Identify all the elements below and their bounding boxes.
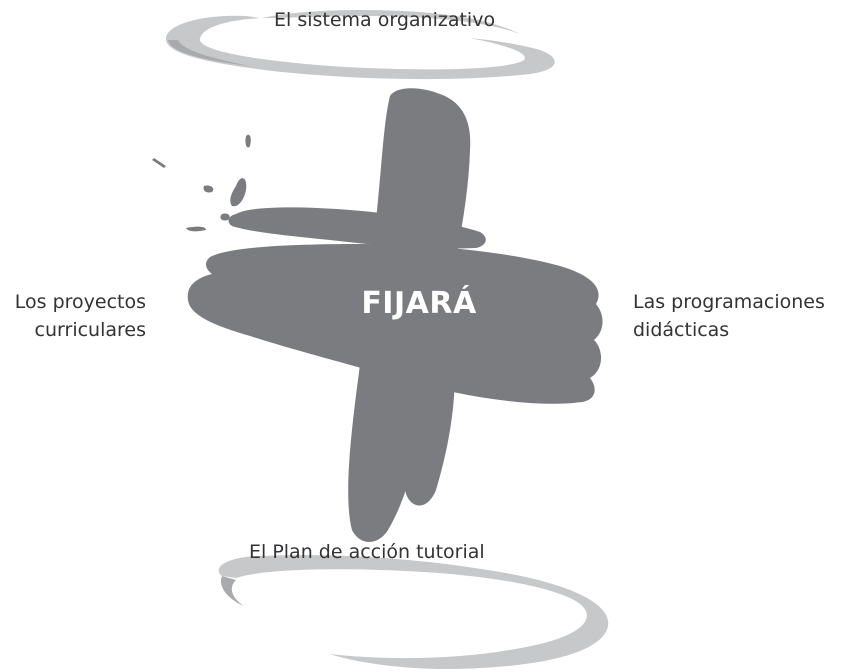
splatter-4 [203,185,213,192]
left-label: Los proyectos curriculares [4,288,146,344]
splatter-1 [230,178,246,206]
splatter-2 [245,135,250,148]
center-label: FIJARÁ [354,286,484,321]
splatter-3 [152,158,166,168]
right-label: Las programaciones didácticas [633,288,825,344]
left-label-line-2: curriculares [4,316,146,344]
bottom-swoosh-shadow [221,576,244,606]
right-label-line-2: didácticas [633,316,825,344]
bottom-swoosh-shape [219,555,609,669]
right-label-line-1: Las programaciones [633,288,825,316]
left-label-line-1: Los proyectos [4,288,146,316]
bottom-label: El Plan de acción tutorial [249,538,485,566]
bottom-swoosh [219,555,609,669]
top-label: El sistema organizativo [274,6,495,34]
splatter-6 [220,213,229,220]
splatter-5 [186,227,206,232]
